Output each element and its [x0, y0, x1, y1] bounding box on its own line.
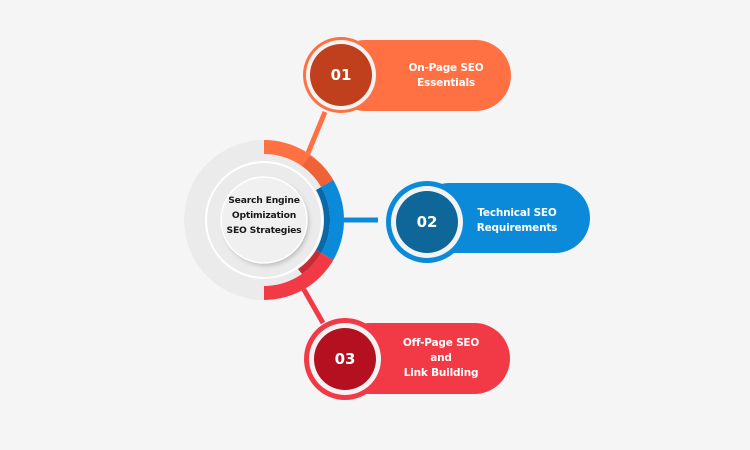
step-02-label-line-1: Technical SEO — [477, 207, 557, 219]
connector-line-01 — [303, 111, 328, 159]
step-03-label: Off-Page SEO and Link Building — [381, 336, 501, 381]
central-title-line-3: SEO Strategies — [226, 225, 302, 236]
step-02-label: Technical SEO Requirements — [457, 206, 577, 236]
central-title: Search Engine Optimization SEO Strategie… — [214, 193, 314, 238]
arc-segment-02-shade — [316, 187, 331, 253]
central-title-line-2: Optimization — [231, 210, 297, 221]
inner-disk — [221, 177, 307, 263]
arc-segment-02 — [321, 180, 345, 260]
step-01-number: 01 — [330, 66, 352, 84]
step-02-badge — [396, 191, 458, 253]
step-03 — [304, 318, 510, 400]
arc-segment-03 — [264, 253, 334, 300]
arc-segment-01-shade — [302, 156, 334, 187]
central-hub — [184, 140, 345, 300]
step-01 — [303, 37, 511, 113]
arc-segment-03-shade — [298, 250, 322, 274]
step-03-label-line-1: Off-Page SEO — [402, 337, 480, 349]
step-03-label-line-3: Link Building — [403, 367, 479, 379]
step-01-badge — [310, 44, 372, 106]
inner-disk-rim — [220, 176, 308, 264]
step-03-badge — [314, 328, 376, 390]
step-02-label-line-2: Requirements — [476, 222, 558, 234]
step-02-number: 02 — [416, 213, 438, 231]
step-03-label-line-2: and — [430, 352, 452, 364]
step-01-label-line-2: Essentials — [417, 77, 475, 89]
step-01-label: On-Page SEO Essentials — [386, 61, 506, 91]
connector-line-03 — [300, 286, 326, 325]
step-01-label-line-1: On-Page SEO — [408, 62, 484, 74]
central-title-line-1: Search Engine — [228, 195, 300, 206]
step-01-pill[interactable] — [330, 40, 511, 111]
step-03-number: 03 — [334, 350, 356, 368]
white-ring — [205, 161, 323, 279]
step-02 — [386, 181, 590, 263]
